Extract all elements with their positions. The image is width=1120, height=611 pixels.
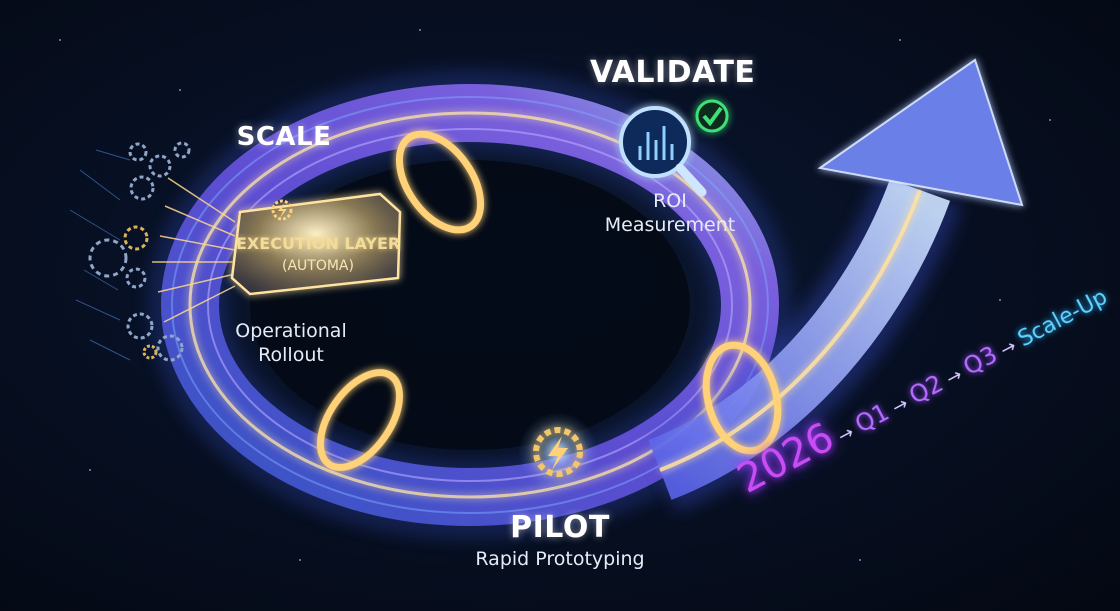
connector-arrows [152,177,236,323]
execution-gear-icon [271,199,293,221]
growth-arrow [643,58,1024,512]
network-lines [69,149,131,361]
timeline-arrow-icon: → [996,335,1021,362]
scale-title: SCALE [236,122,332,152]
execution-layer-subtitle: (AUTOMA) [282,258,354,274]
validate-subtitle-line2: Measurement [604,214,736,236]
pilot-gear-lightning-icon [518,412,598,492]
execution-layer-title: EXECUTION LAYER [236,234,401,253]
pilot-subtitle: Rapid Prototyping [475,548,645,570]
scale-subtitle-line2: Rollout [258,344,324,366]
arrow-head-icon [817,58,1024,207]
gear-cluster-icon [88,141,191,362]
validate-title: VALIDATE [590,55,756,90]
timeline-arrow-icon: → [888,393,912,419]
golden-rings [316,130,782,471]
timeline-arrow-icon: → [942,364,966,391]
validate-subtitle-line1: ROI [653,190,687,212]
magnifier-chart-icon [619,106,707,197]
scale-subtitle-line1: Operational [235,320,347,342]
hexagon-panel-icon [230,192,402,296]
timeline-arrow-icon: → [834,421,858,448]
pilot-title: PILOT [510,510,610,545]
checkmark-icon [695,99,729,133]
